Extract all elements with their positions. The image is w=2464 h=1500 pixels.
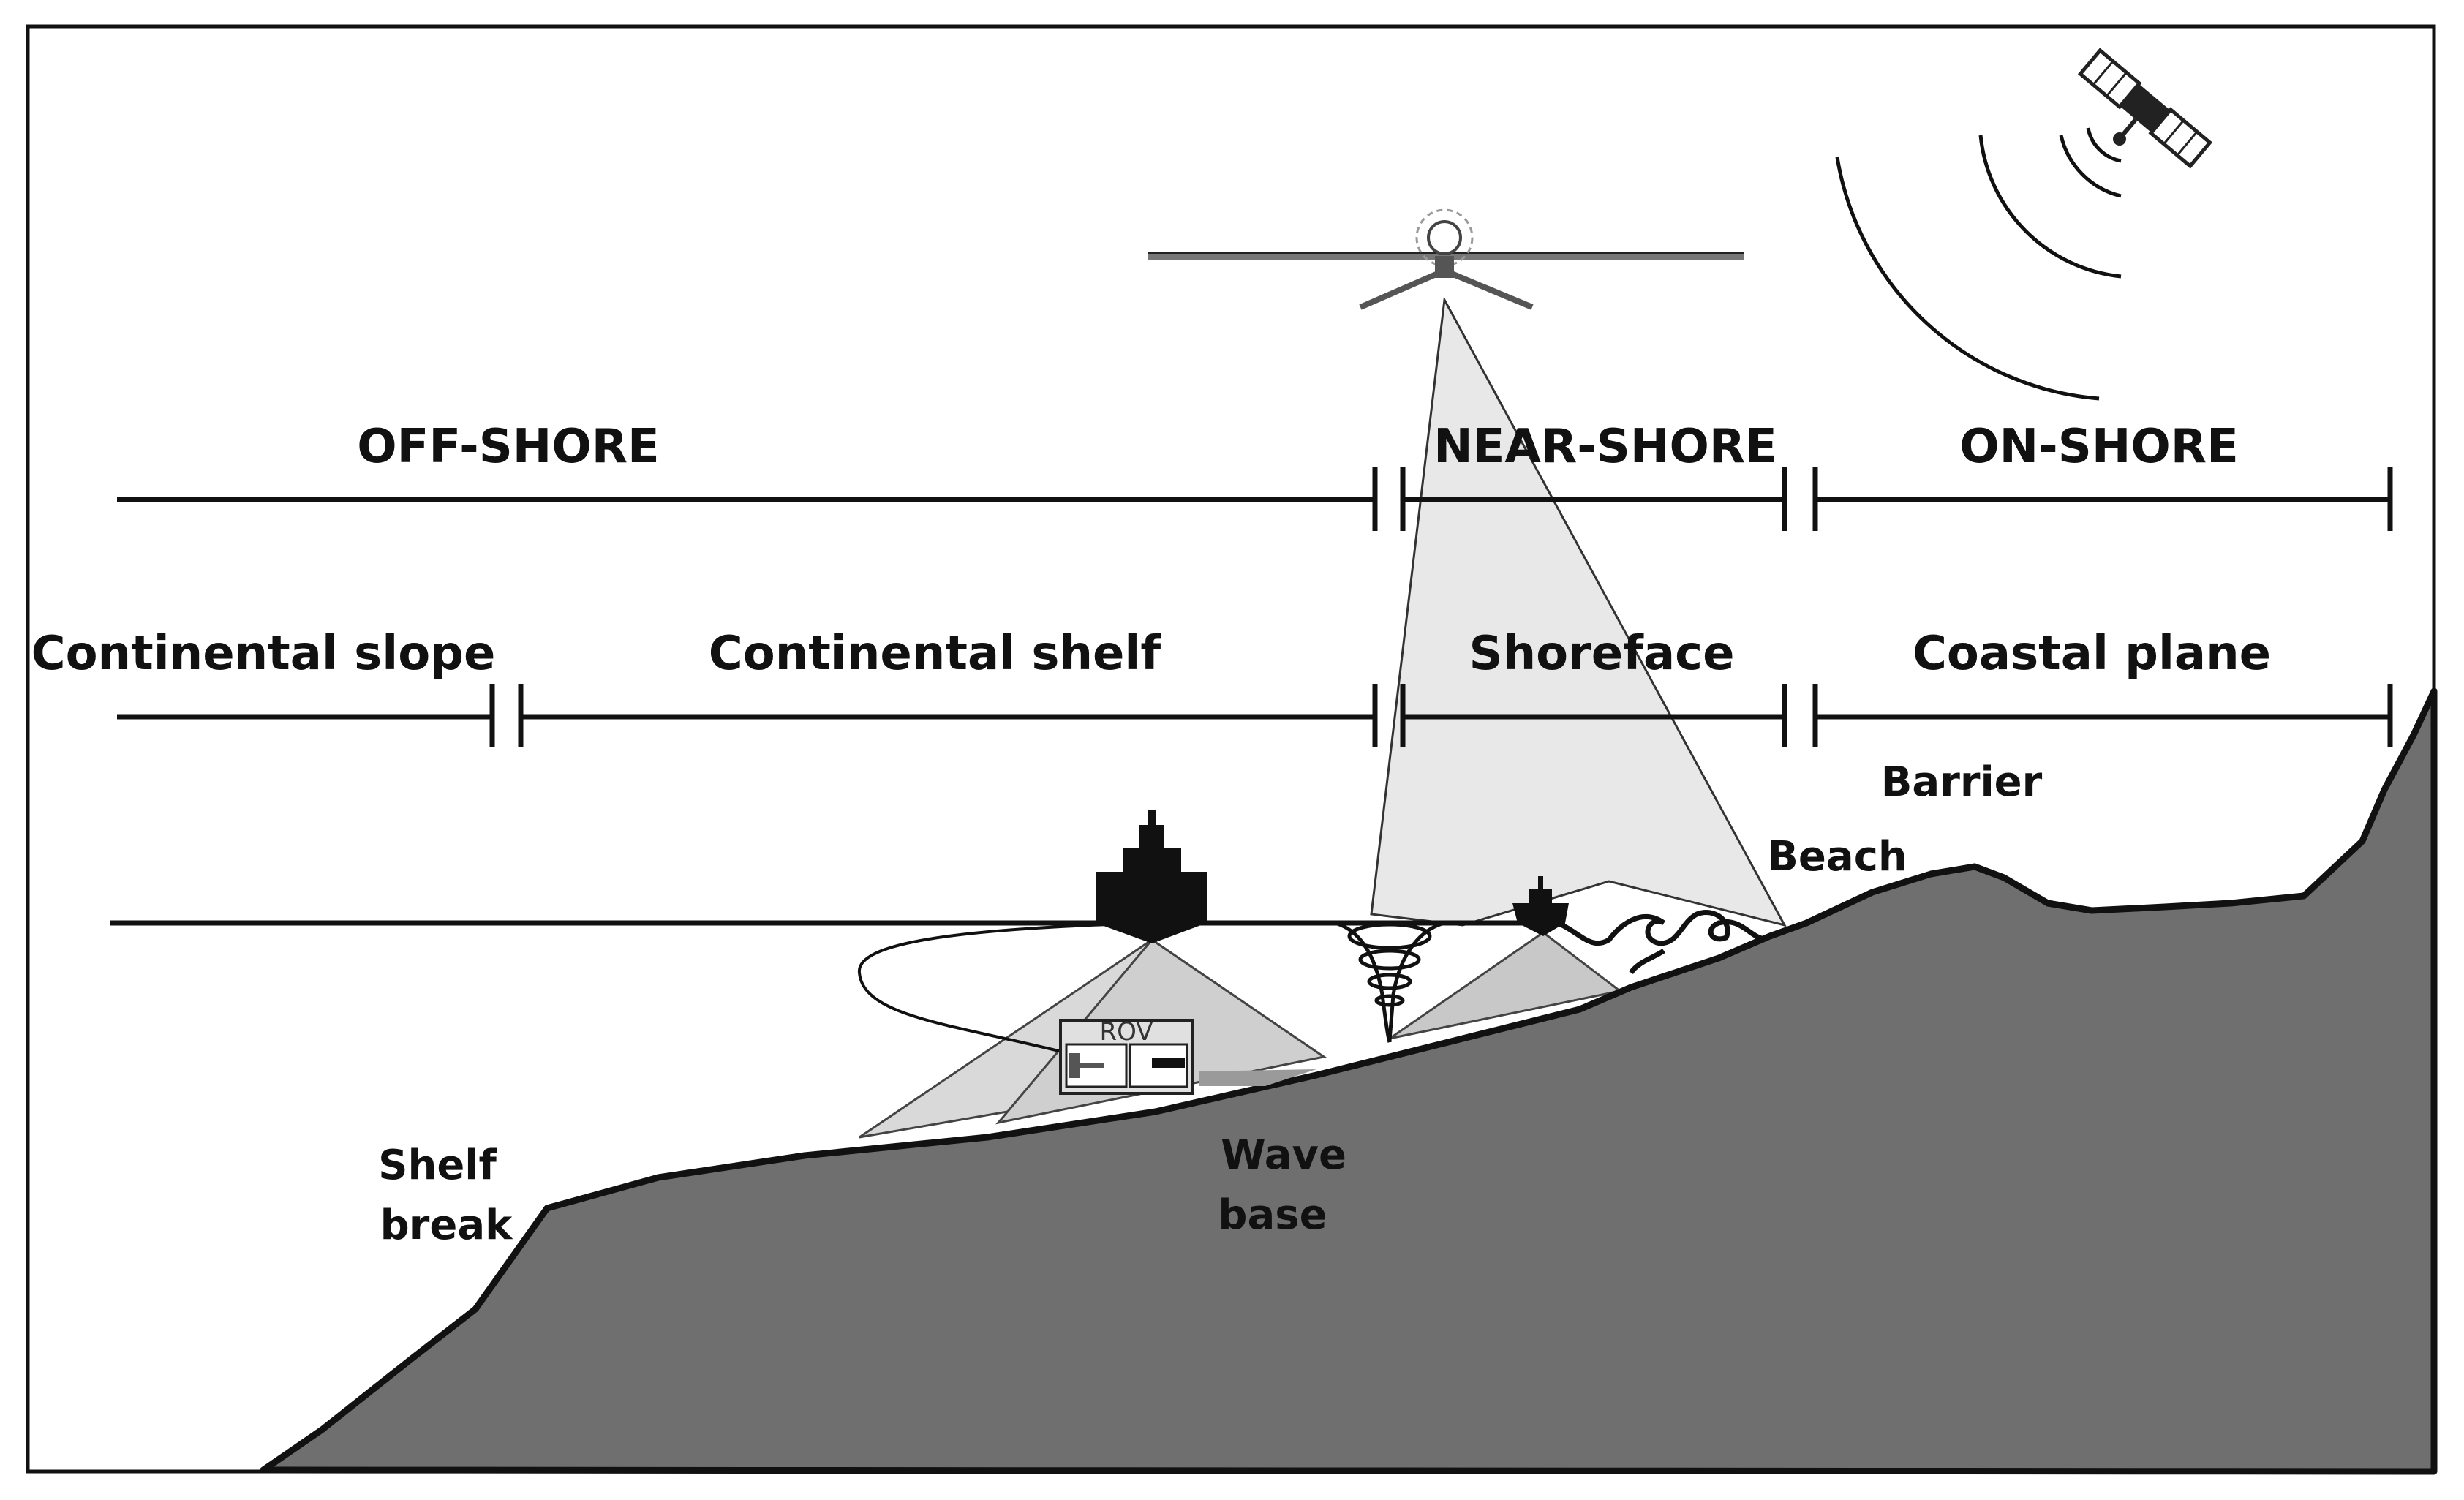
ship-icon	[1096, 810, 1207, 943]
barrier-label: Barrier	[1881, 758, 2043, 806]
offshore-label: OFF-SHORE	[357, 420, 660, 474]
beach-label: Beach	[1767, 833, 1907, 881]
continental-slope-label: Continental slope	[31, 627, 496, 681]
satellite-signal-arcs	[1835, 127, 2122, 401]
wave-icon	[1556, 910, 1772, 975]
shoreface-label: Shoreface	[1469, 627, 1735, 681]
small-boat-icon	[1512, 876, 1569, 936]
continental-shelf-label: Continental shelf	[709, 627, 1162, 681]
seabed-profile	[260, 687, 2438, 1475]
wave-base-label-line2: base	[1218, 1191, 1327, 1239]
rov-label: ROV	[1099, 1017, 1153, 1047]
zone-bars	[117, 467, 2393, 531]
coastal-plane-label: Coastal plane	[1913, 627, 2271, 681]
subzone-bars	[117, 684, 2393, 747]
aircraft-icon	[1148, 208, 1744, 310]
boat-sonar-cone	[1389, 931, 1623, 1040]
satellite-icon	[2077, 48, 2213, 169]
onshore-label: ON-SHORE	[1959, 420, 2239, 474]
wave-base-label-line1: Wave	[1221, 1131, 1346, 1179]
rov-icon: ROV	[1059, 1017, 1316, 1095]
shelf-break-label-line2: break	[380, 1202, 513, 1249]
rov-tether	[857, 922, 1153, 1055]
wave-orbital-icon	[1334, 921, 1445, 1043]
shelf-break-label-line1: Shelf	[378, 1142, 497, 1189]
nearshore-label: NEAR-SHORE	[1433, 420, 1777, 474]
